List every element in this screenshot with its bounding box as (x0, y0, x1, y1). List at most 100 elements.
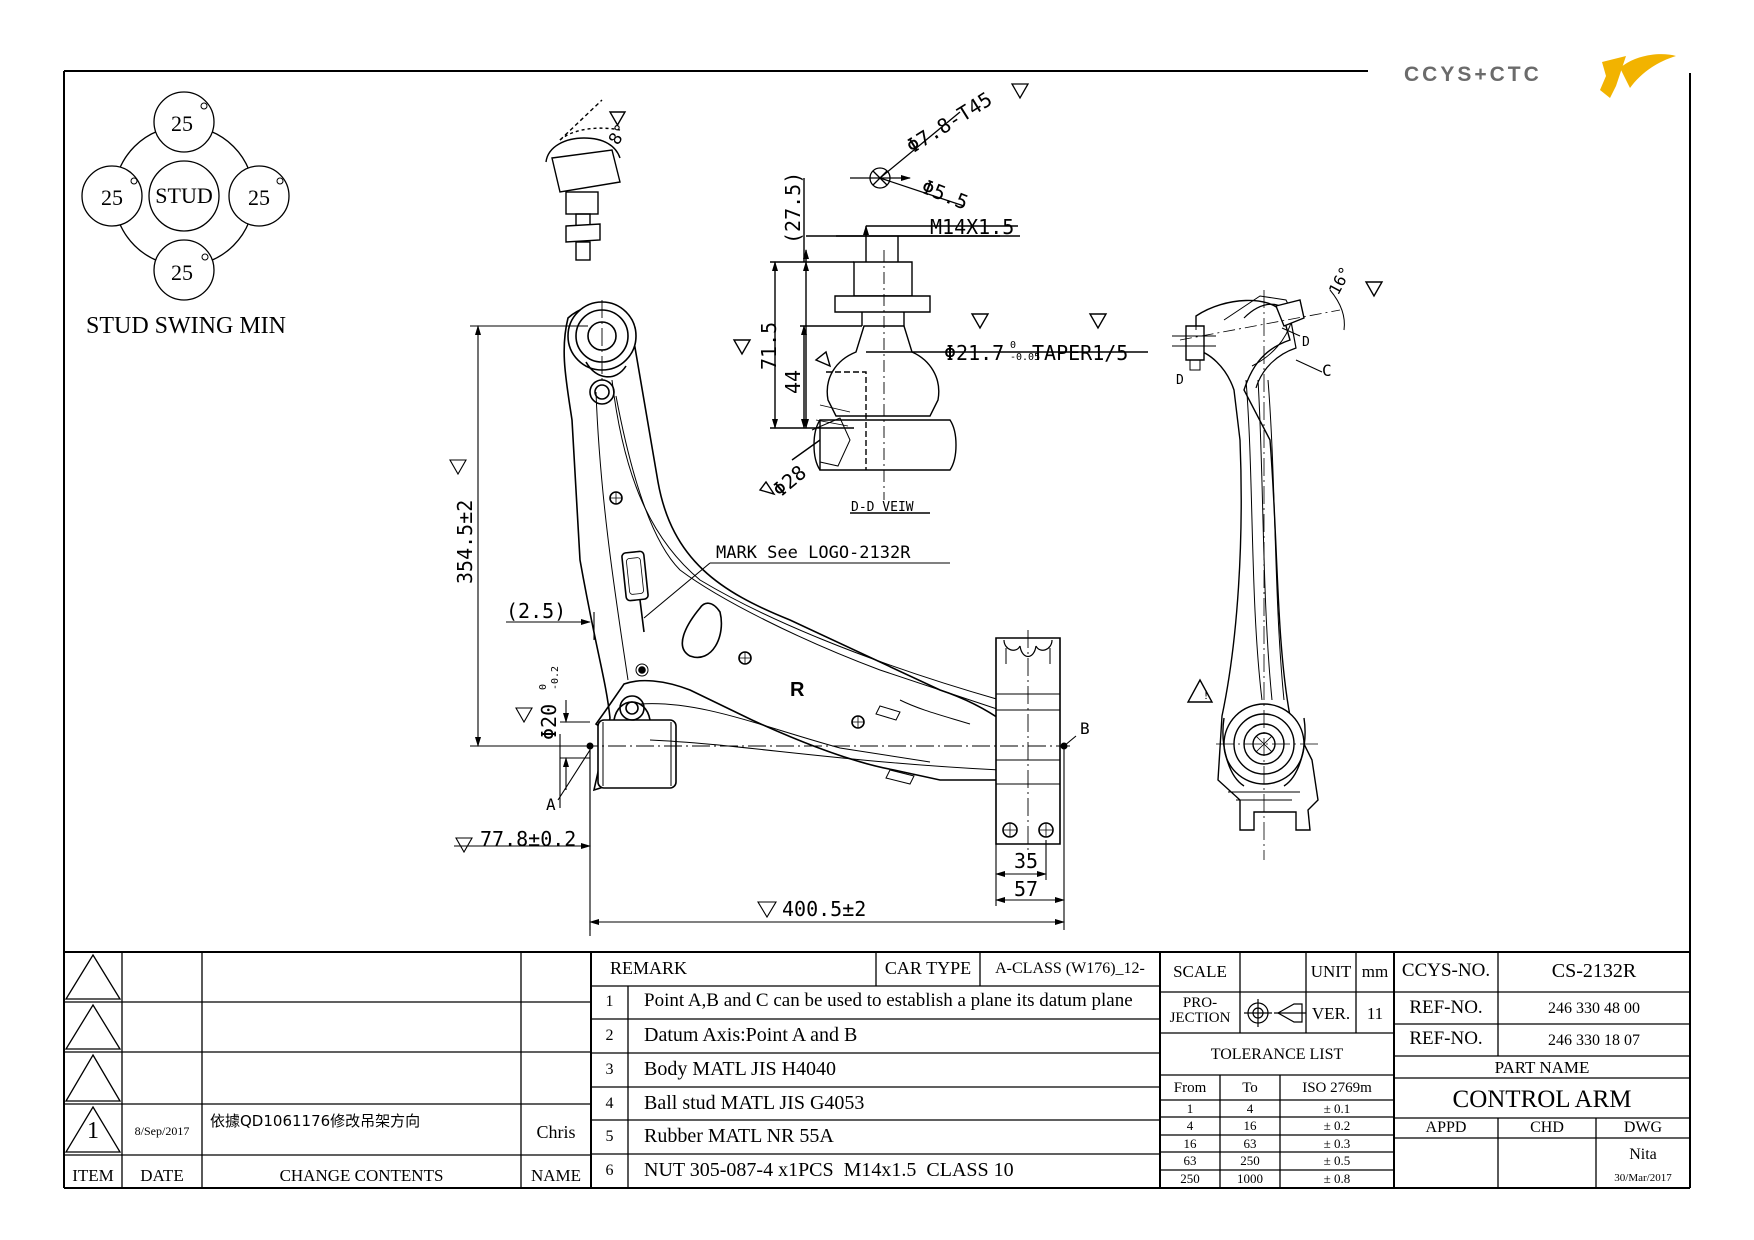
r-mark: R (790, 679, 805, 701)
stud-left-angle: 25 (101, 185, 123, 210)
d35-label: 35 (1014, 849, 1038, 873)
revision-triangles (64, 953, 122, 1153)
phi217-tol-top: 0 (1010, 340, 1016, 351)
side-angle-label: 16° (1325, 263, 1355, 297)
sheet-border (63, 70, 1691, 1189)
projection-label-line2: JECTION (1169, 1010, 1231, 1026)
remark-text-6: NUT 305-087-4 x1PCS M14x1.5 CLASS 10 (644, 1159, 1014, 1181)
control-arm-main-view (563, 301, 1061, 845)
phi20-tol-bot: -0.2 (550, 666, 561, 690)
point-b-marker (1060, 742, 1068, 750)
main-dimension-labels: 354.5±2 (2.5) Φ20 0 -0.2 A 77.8±0.2 400.… (453, 500, 1090, 921)
dwg-label: DWG (1623, 1119, 1663, 1136)
tol-val-3: ± 0.3 (1323, 1136, 1351, 1151)
d25-label: (2.5) (506, 599, 566, 623)
stud-swing-labels: STUD 25 25 25 25 STUD SWING MIN (86, 102, 286, 339)
phi20-tol-top: 0 (538, 684, 549, 690)
rev-item-1: 1 (87, 1118, 99, 1144)
stud-cross-section (850, 83, 1030, 207)
phi217-tol-bot: -0.05 (1010, 352, 1040, 363)
mark-label: MARK See LOGO-2132R (716, 543, 911, 563)
remark-text-5: Rubber MATL NR 55A (644, 1125, 834, 1147)
header-item: ITEM (72, 1166, 114, 1185)
tol-val-5: ± 0.8 (1323, 1171, 1351, 1186)
header-change-contents: CHANGE CONTENTS (279, 1166, 444, 1185)
part-name-label: PART NAME (1494, 1058, 1590, 1077)
tol-to-5: 1000 (1237, 1171, 1263, 1186)
tol-from-5: 250 (1180, 1171, 1200, 1186)
header-name: NAME (530, 1166, 582, 1185)
phi55-label: Φ5.5 (918, 174, 972, 214)
tol-to-2: 16 (1243, 1118, 1257, 1133)
svg-text:CCYS+CTC: CCYS+CTC (1404, 63, 1542, 86)
unit-value: mm (1361, 962, 1389, 981)
tol-header-to: To (1242, 1080, 1258, 1096)
stud-top-angle: 25 (171, 111, 193, 136)
remark-num-2: 2 (605, 1027, 614, 1044)
tol-from-3: 16 (1183, 1136, 1197, 1151)
phi20-label: Φ20 (537, 704, 561, 740)
ref2-value: 246 330 18 07 (1548, 1032, 1640, 1049)
tol-to-3: 63 (1243, 1136, 1257, 1151)
point-d2-label: D (1176, 373, 1184, 388)
tol-to-4: 250 (1240, 1153, 1260, 1168)
car-type-value: A-CLASS (W176)_12- (995, 960, 1145, 977)
stud-label: STUD (155, 183, 212, 208)
phi78-label: Φ7.8-T45 (902, 87, 996, 158)
part-name: CONTROL ARM (1452, 1086, 1632, 1113)
point-d1-label: D (1302, 335, 1310, 350)
point-a-label: A (546, 795, 556, 814)
control-arm-side-view (1172, 281, 1384, 860)
d4005-label: 400.5±2 (782, 897, 866, 921)
appd-label: APPD (1425, 1119, 1467, 1136)
dd-view-ball-stud (732, 178, 1148, 514)
title-block-grid (64, 951, 1690, 1188)
remark-header: REMARK (610, 958, 688, 978)
company-logo: CCYS+CTC (1404, 54, 1676, 98)
rev-name-1: Chris (536, 1122, 576, 1142)
stud-swing-caption: STUD SWING MIN (86, 313, 286, 339)
remark-text-2: Datum Axis:Point A and B (644, 1024, 858, 1046)
main-dimensions (449, 325, 1077, 936)
tol-from-1: 1 (1186, 1101, 1194, 1116)
point-b-label: B (1080, 719, 1090, 738)
tol-header-from: From (1173, 1080, 1207, 1096)
remark-num-1: 1 (605, 993, 614, 1010)
remark-text-3: Body MATL JIS H4040 (644, 1058, 837, 1080)
remark-num-3: 3 (605, 1061, 614, 1078)
point-c-label: C (1322, 361, 1332, 380)
ver-value: 11 (1366, 1004, 1384, 1023)
remark-text-4: Ball stud MATL JIS G4053 (644, 1092, 865, 1114)
unit-label: UNIT (1310, 962, 1352, 981)
phi28-label: Φ28 (768, 460, 811, 502)
stud-bottom-angle: 25 (171, 260, 193, 285)
rev-date-1: 8/Sep/2017 (134, 1124, 190, 1138)
svg-text:!: ! (1204, 688, 1207, 702)
header-date: DATE (140, 1166, 184, 1185)
d275-label: (27.5) (781, 172, 805, 244)
d3545-label: 354.5±2 (453, 500, 477, 584)
tol-to-1: 4 (1246, 1101, 1254, 1116)
tolerance-title: TOLERANCE LIST (1210, 1046, 1344, 1063)
projection-label: PRO- JECTION (1160, 996, 1240, 1026)
chd-label: CHD (1530, 1119, 1564, 1136)
dd-view-labels: M14X1.5 (27.5) 71.5 44 Φ21.7 0 -0.05 TAP… (757, 172, 1128, 515)
phi217-label: Φ21.7 (944, 341, 1004, 365)
taper-label: TAPER1/5 (1032, 341, 1128, 365)
d778-label: 77.8±0.2 (480, 827, 576, 851)
point-a-marker (586, 742, 594, 750)
d715-label: 71.5 (757, 322, 781, 370)
ccys-value: CS-2132R (1551, 960, 1637, 982)
m14-label: M14X1.5 (930, 215, 1014, 239)
car-type-label: CAR TYPE (884, 958, 972, 978)
ref1-label: REF-NO. (1409, 997, 1483, 1018)
ccys-label: CCYS-NO. (1401, 960, 1491, 981)
ball-joint-detail (545, 99, 627, 261)
ver-label: VER. (1311, 1004, 1351, 1023)
remark-text-1: Point A,B and C can be used to establish… (644, 990, 1133, 1011)
tol-val-1: ± 0.1 (1323, 1101, 1351, 1116)
tol-val-2: ± 0.2 (1323, 1118, 1351, 1133)
d44-label: 44 (781, 370, 805, 394)
d57-label: 57 (1014, 877, 1038, 901)
